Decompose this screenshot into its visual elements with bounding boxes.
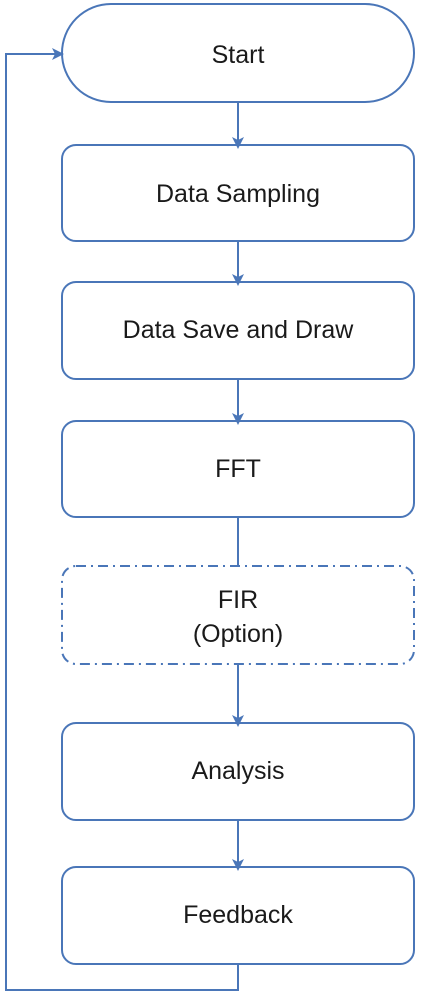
feedback-label: Feedback	[183, 901, 293, 929]
fir-option-node	[61, 565, 415, 665]
data-save-draw-label: Data Save and Draw	[123, 316, 355, 344]
start-label: Start	[212, 41, 265, 69]
analysis-label: Analysis	[191, 757, 284, 785]
fft-label: FFT	[215, 455, 261, 483]
feedback-loop-arrow	[5, 48, 239, 991]
fir-label: FIR	[218, 586, 258, 614]
data-sampling-label: Data Sampling	[156, 180, 320, 208]
fir-option-label: (Option)	[193, 620, 283, 648]
